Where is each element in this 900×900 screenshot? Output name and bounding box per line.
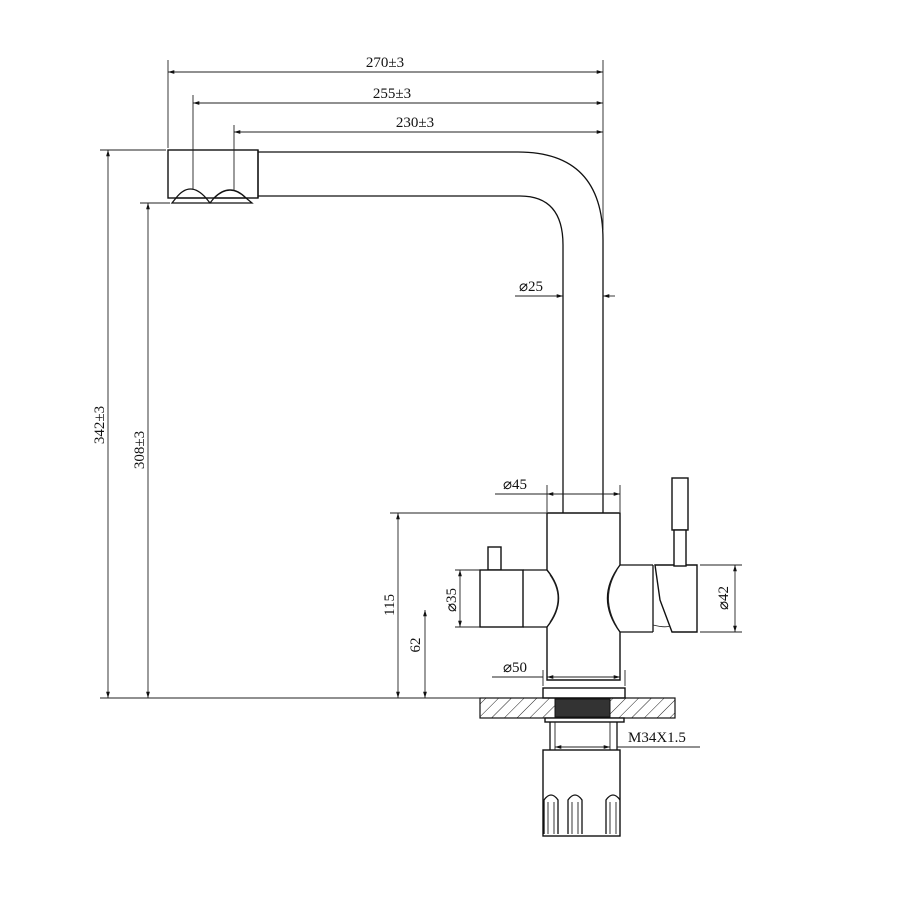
dim-255: 255±3 (373, 86, 411, 102)
dim-d35: ⌀35 (444, 588, 460, 612)
mounting (479, 687, 676, 837)
dim-308: 308±3 (132, 431, 148, 469)
spout (167, 149, 604, 513)
left-handle (479, 546, 547, 628)
dim-thread: M34X1.5 (628, 730, 686, 746)
dim-d25: ⌀25 (519, 279, 543, 295)
dim-d42: ⌀42 (716, 586, 732, 610)
dim-62: 62 (408, 638, 424, 653)
dimension-lines (100, 60, 742, 749)
dim-230: 230±3 (396, 115, 434, 131)
dim-115: 115 (382, 594, 398, 616)
dim-d45: ⌀45 (503, 477, 527, 493)
dim-342: 342±3 (92, 406, 108, 444)
right-handle (620, 477, 698, 633)
dim-d50: ⌀50 (503, 660, 527, 676)
dim-270: 270±3 (366, 55, 404, 71)
faucet-body (546, 512, 621, 681)
